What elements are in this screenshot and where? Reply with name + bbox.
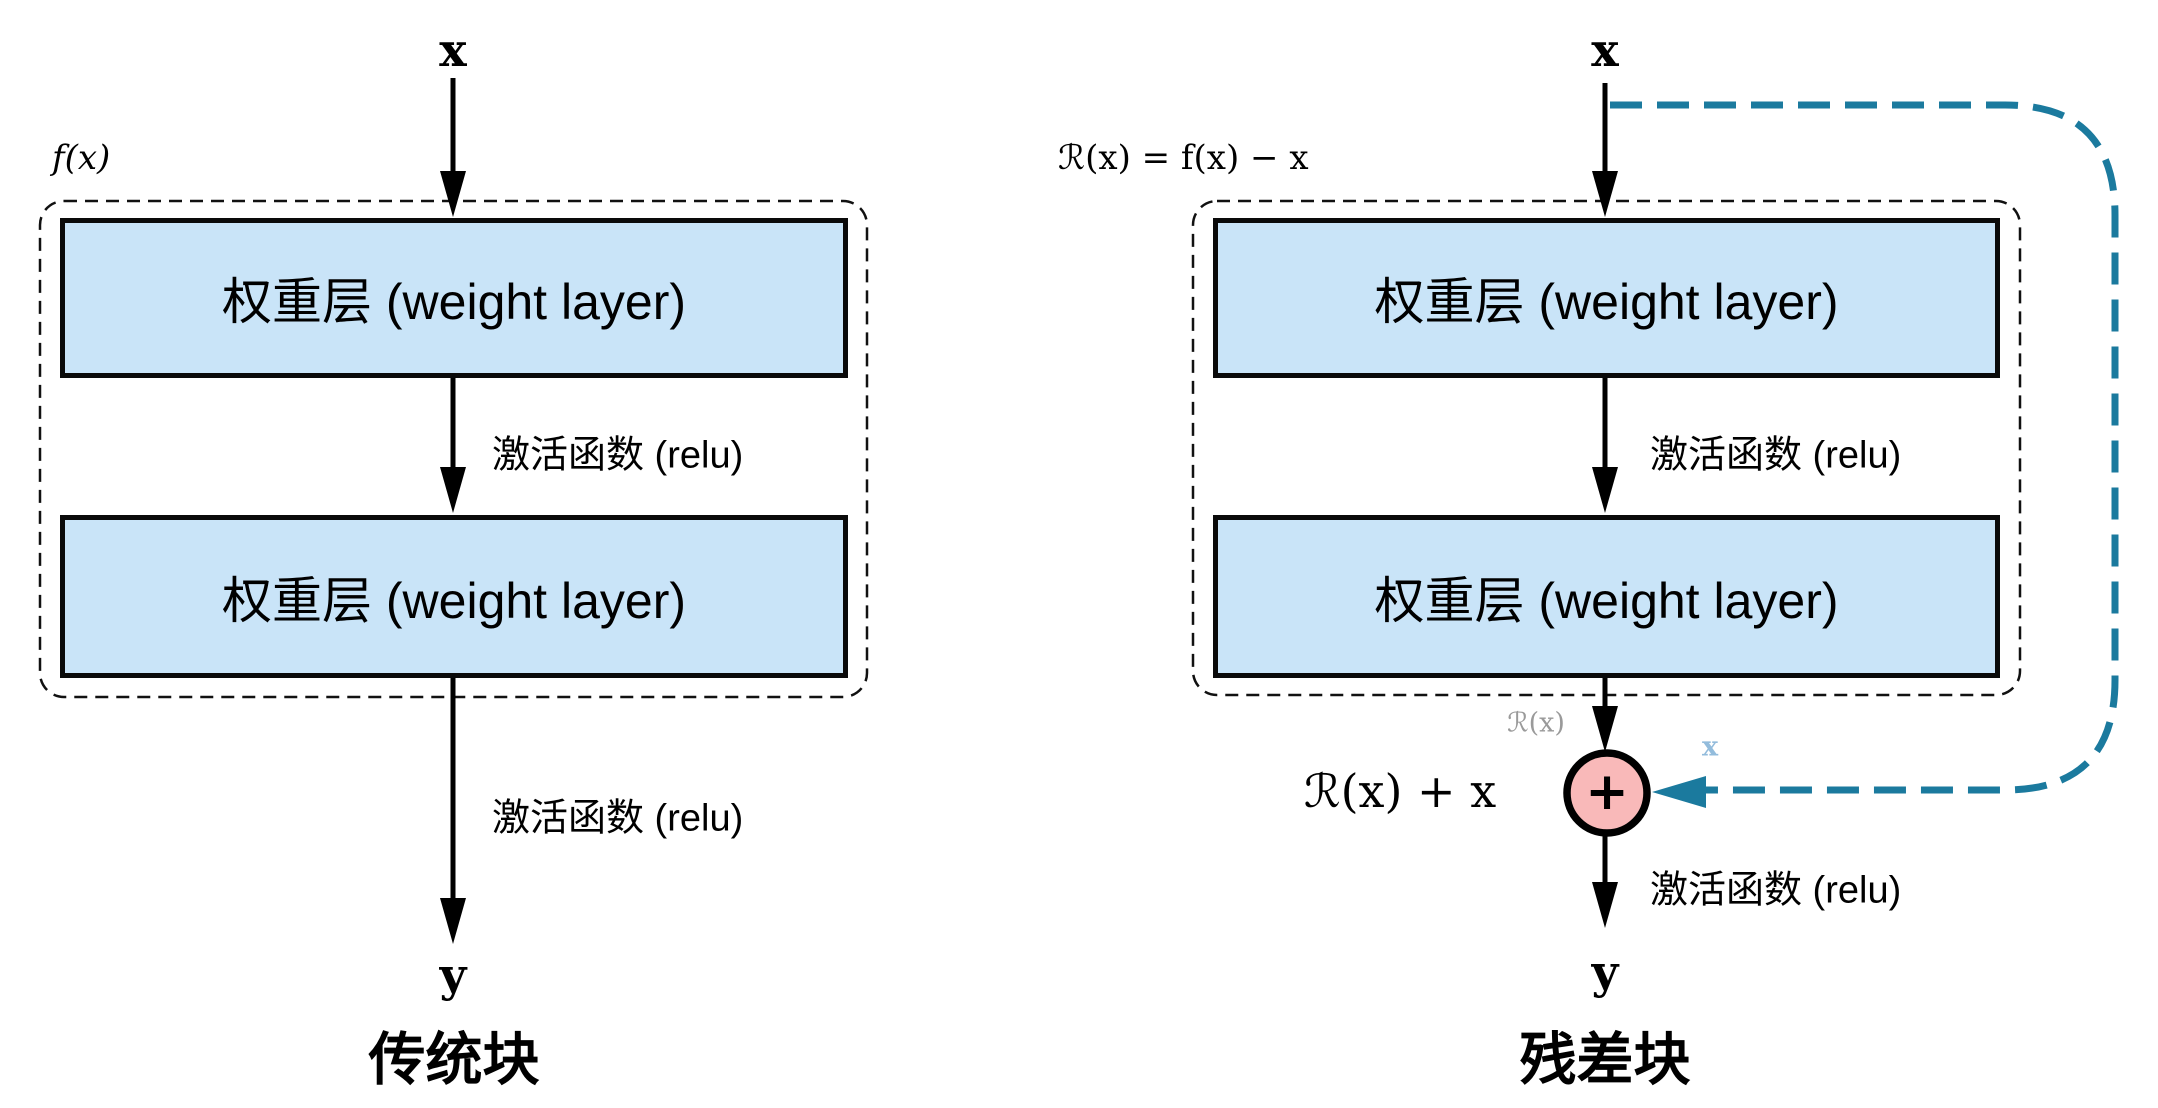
right-input-arrowhead	[1592, 171, 1618, 217]
sum-node-plus: +	[1585, 762, 1629, 822]
left-weight-layer-2: 权重层 (weight layer)	[60, 515, 848, 678]
skip-connection-x-label: x	[1701, 731, 1719, 763]
left-input-arrowhead	[440, 171, 466, 217]
skip-connection-dashed-line	[1610, 101, 2119, 794]
right-activation-out-label: 激活函数 (relu)	[1650, 869, 1902, 912]
left-mid-arrowhead	[440, 467, 466, 513]
right-mid-arrowhead	[1592, 467, 1618, 513]
left-activation-out-label: 激活函数 (relu)	[492, 797, 744, 840]
right-weight-layer-1-label: 权重层 (weight layer)	[1374, 274, 1839, 330]
left-function-annotation: f(x)	[52, 138, 111, 178]
left-weight-layer-1: 权重层 (weight layer)	[60, 218, 848, 378]
right-activation-mid-label: 激活函数 (relu)	[1650, 434, 1902, 477]
skip-connection-arrowhead	[1652, 776, 1706, 808]
left-output-arrowhead	[440, 898, 466, 944]
left-weight-layer-1-label: 权重层 (weight layer)	[222, 274, 686, 330]
right-output-arrowhead	[1592, 882, 1618, 928]
left-activation-mid-label: 激活函数 (relu)	[492, 434, 744, 477]
left-weight-layer-2-label: 权重层 (weight layer)	[222, 572, 686, 629]
right-caption: 残差块	[1519, 1028, 1691, 1092]
sum-node-circle	[1563, 749, 1651, 837]
right-weight-layer-2: 权重层 (weight layer)	[1213, 515, 2000, 678]
right-residual-annotation: ℛ(x) = f(x) − x	[1058, 138, 1309, 178]
left-caption: 传统块	[368, 1028, 540, 1092]
right-to-sum-arrowhead	[1592, 706, 1618, 752]
residual-output-gray-label: ℛ(x)	[1507, 707, 1565, 739]
right-output-label: y	[1591, 945, 1619, 999]
right-weight-layer-1: 权重层 (weight layer)	[1213, 218, 2000, 378]
right-input-label: x	[1591, 23, 1619, 77]
left-input-label: x	[439, 23, 467, 77]
right-weight-layer-2-label: 权重层 (weight layer)	[1374, 572, 1839, 629]
sum-expression-label: ℛ(x) + x	[1303, 764, 1497, 818]
left-output-label: y	[439, 948, 467, 1002]
